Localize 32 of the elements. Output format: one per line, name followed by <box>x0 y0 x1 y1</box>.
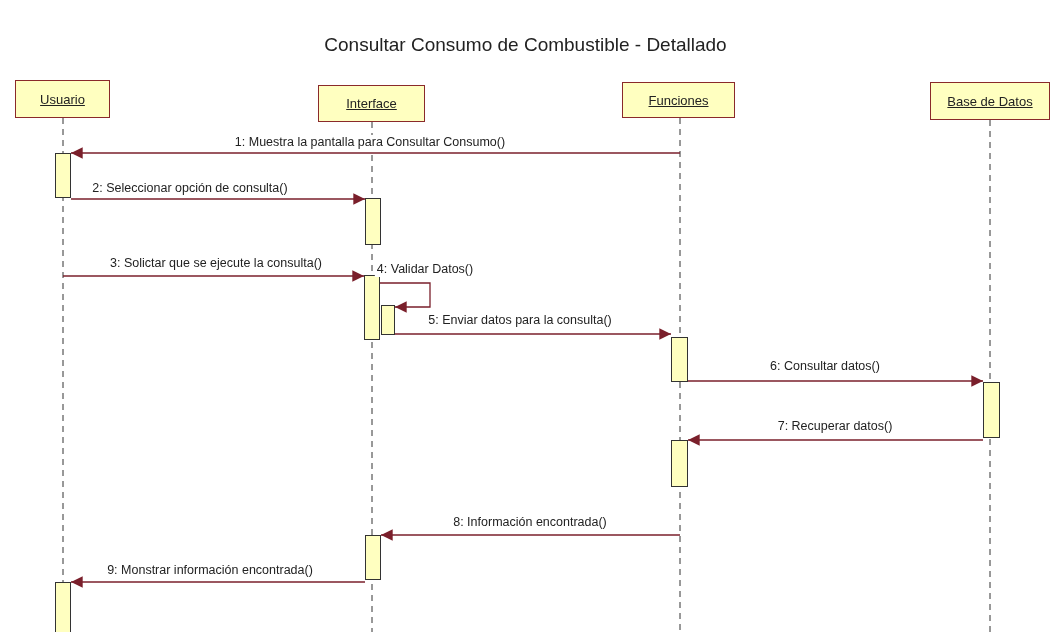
message-label: 8: Información encontrada() <box>451 515 609 530</box>
activation-bar <box>671 337 688 382</box>
message-label: 9: Monstrar información encontrada() <box>105 563 315 578</box>
message-arrow <box>379 282 431 313</box>
message-label: 7: Recuperar datos() <box>775 419 895 434</box>
message-arrow <box>687 375 984 387</box>
message-arrow <box>394 328 672 340</box>
message-label: 1: Muestra la pantalla para Consultar Consumo() <box>232 135 508 150</box>
message-arrow <box>70 576 366 588</box>
participant-box: Usuario <box>15 80 110 118</box>
activation-bar <box>365 535 381 580</box>
activation-bar <box>364 275 380 340</box>
participant-box: Base de Datos <box>930 82 1050 120</box>
activation-bar <box>55 153 71 198</box>
message-arrow <box>687 434 984 446</box>
diagram-title: Consultar Consumo de Combustible - Detallado <box>323 34 728 56</box>
message-arrow <box>62 270 365 282</box>
activation-bar <box>983 382 1000 438</box>
message-arrow <box>70 193 366 205</box>
message-label: 6: Consultar datos() <box>768 359 882 374</box>
message-arrow <box>380 529 681 541</box>
activation-bar <box>365 198 381 245</box>
message-label: 3: Solictar que se ejecute la consulta() <box>108 256 324 271</box>
message-arrow <box>70 147 681 159</box>
activation-bar <box>381 305 395 335</box>
message-label: 5: Enviar datos para la consulta() <box>426 313 614 328</box>
message-label: 2: Seleccionar opción de consulta() <box>90 181 290 196</box>
participant-box: Funciones <box>622 82 735 118</box>
activation-bar <box>671 440 688 487</box>
activation-bar <box>55 582 71 632</box>
message-label: 4: Validar Datos() <box>374 262 476 277</box>
participant-box: Interface <box>318 85 425 122</box>
